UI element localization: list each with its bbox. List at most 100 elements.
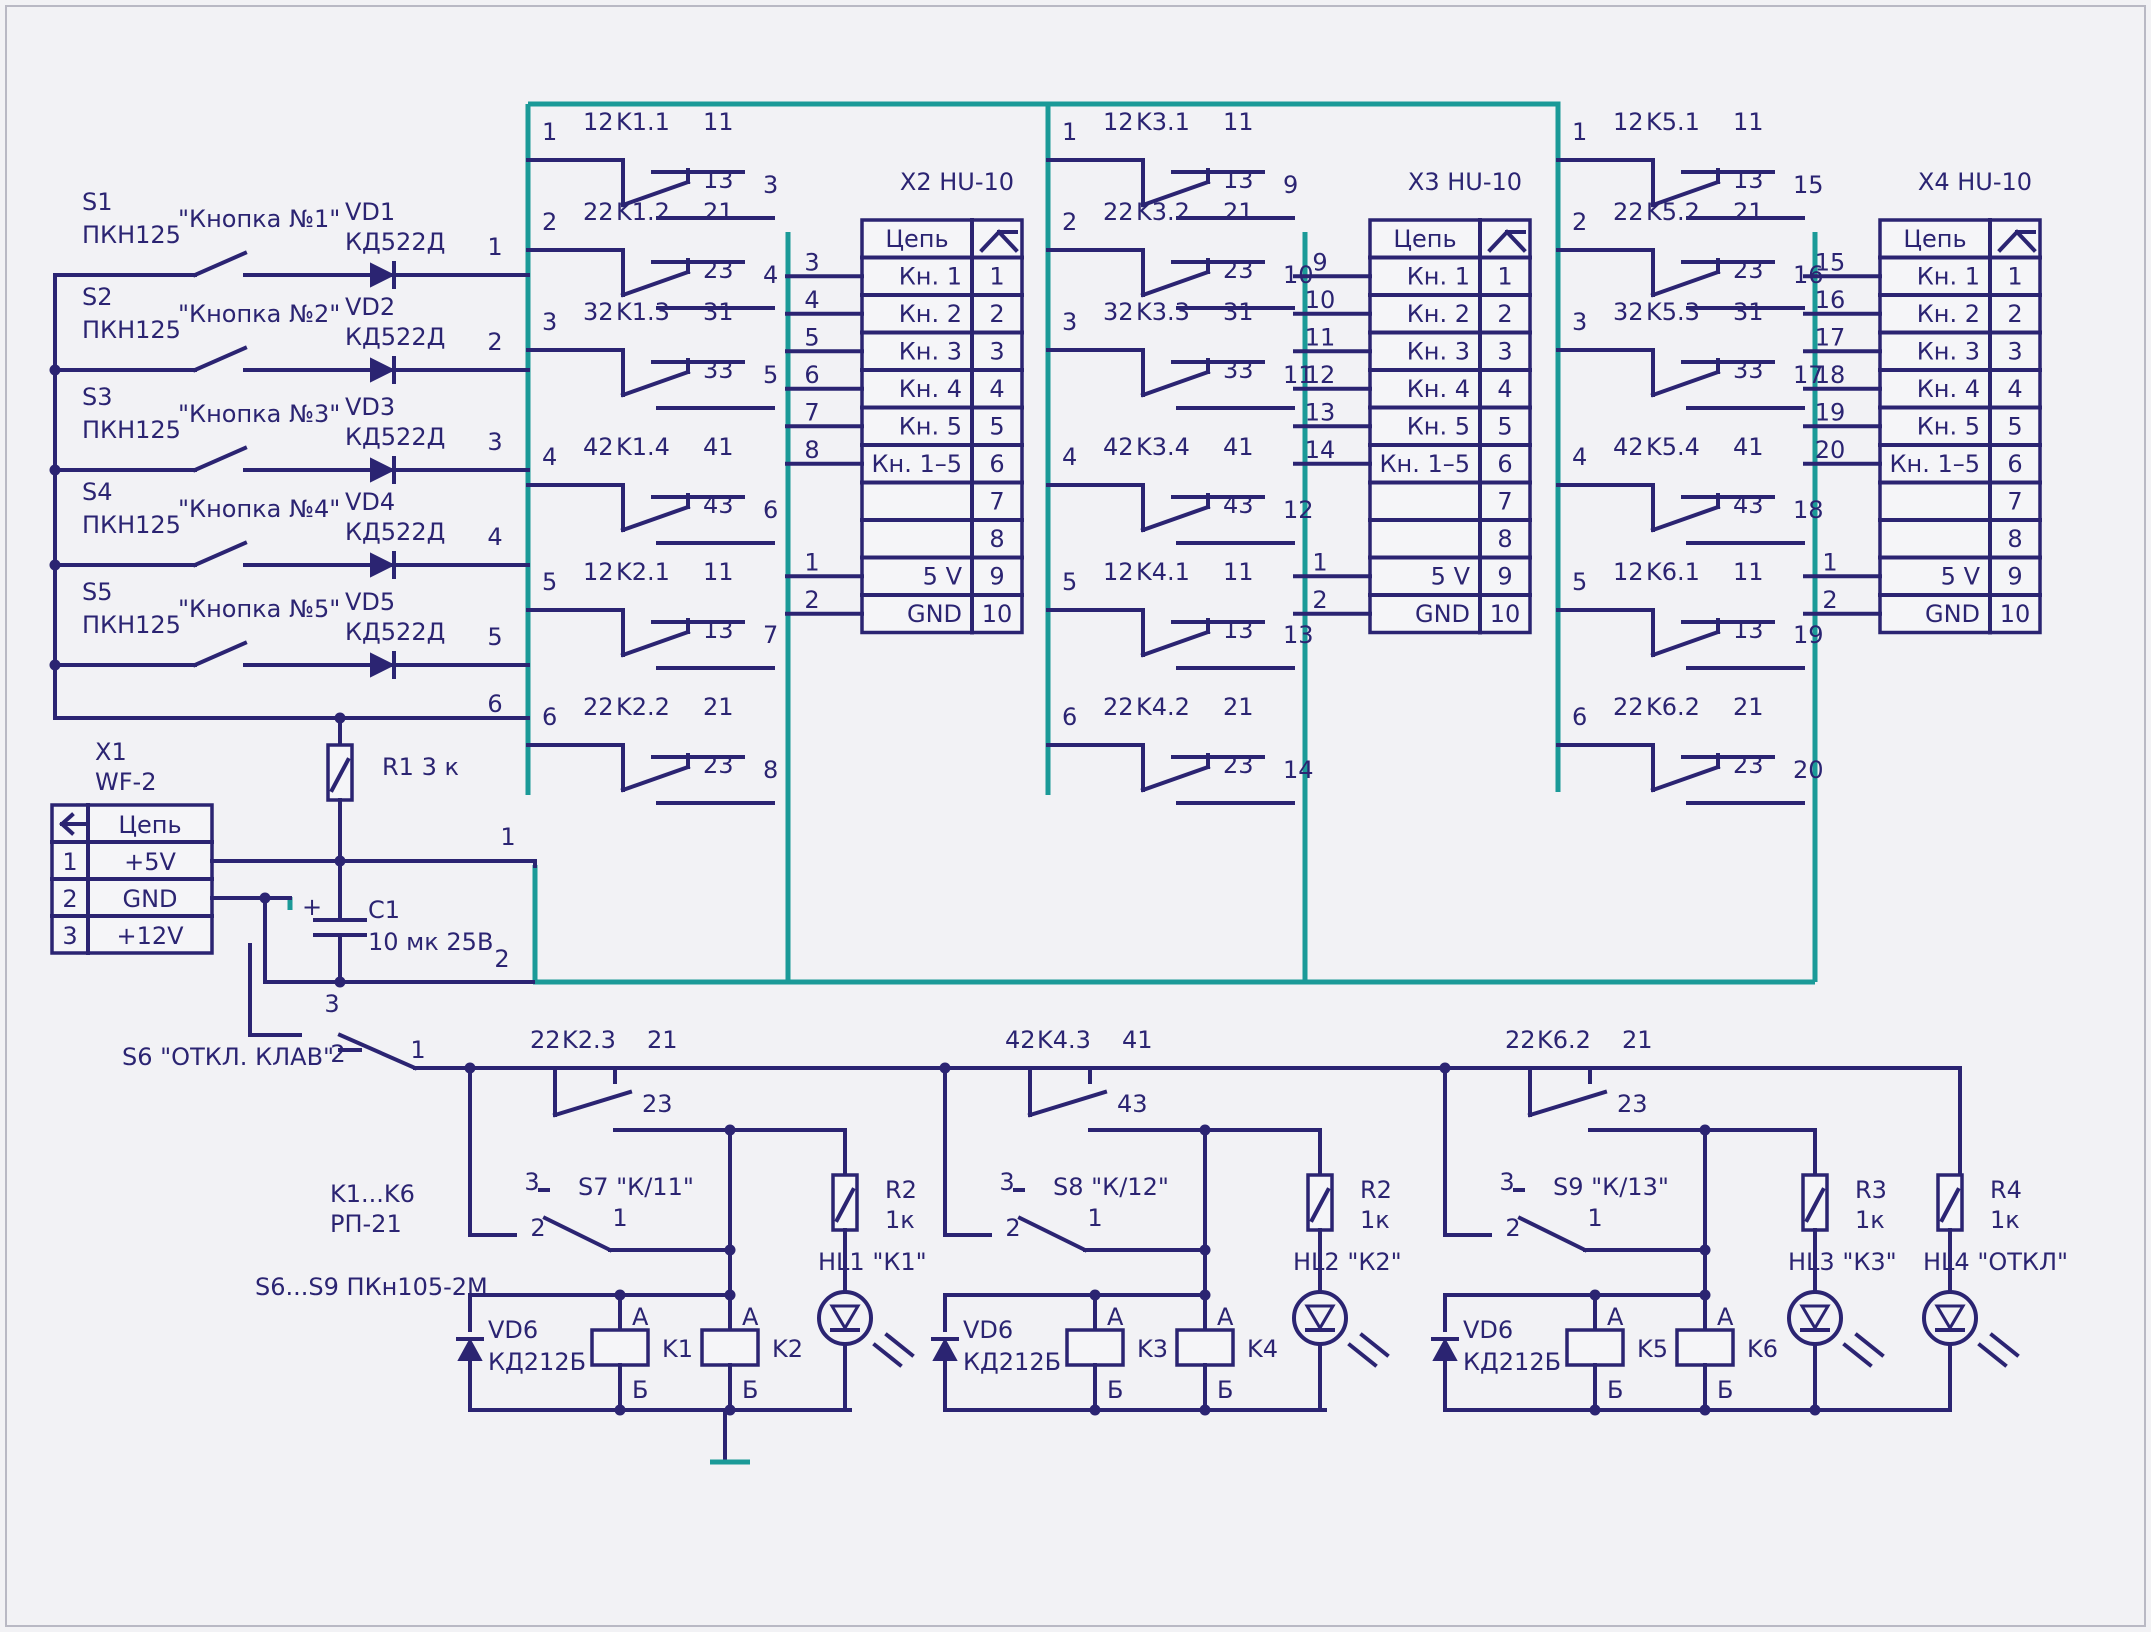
button-4-ref: S4 [82, 478, 113, 506]
low-contact-K2.3-no-num: 23 [642, 1090, 673, 1118]
contact-K3.2-in-num: 2 [1062, 208, 1077, 236]
relay-unit-1-coil2 [700, 1328, 760, 1367]
connector-4-net-num: 19 [1815, 398, 1846, 426]
connector-2-row-name: Кн. 1–5 [871, 450, 962, 478]
contact-K3.3-out-num: 11 [1283, 361, 1314, 389]
contact-K6.1-com-num: 11 [1733, 558, 1764, 586]
contact-K3.2-ref: K3.2 [1136, 198, 1190, 226]
connector-3-row-name: 5 V [1431, 563, 1471, 591]
connector-4-net-num: 18 [1815, 361, 1846, 389]
contact-K1.3-blade [620, 369, 691, 398]
button-5-diode-ref: VD5 [345, 588, 395, 616]
contact-K2.1-out-num: 7 [763, 621, 778, 649]
button-2-net-num: 2 [487, 328, 502, 356]
r1-slash [329, 757, 351, 793]
connector-4-row-num: 2 [2007, 300, 2022, 328]
connector-2-body [860, 218, 1024, 635]
connector-4-net-num: 1 [1822, 548, 1837, 576]
low-contact-K4.3-blade [1027, 1089, 1108, 1118]
connector-4-row-name: 5 V [1941, 563, 1981, 591]
connector-4-row-num: 8 [2007, 525, 2022, 553]
connector-3-row-num: 6 [1497, 450, 1512, 478]
x1-type: WF-2 [95, 768, 156, 796]
contact-K4.2-blade [1140, 764, 1211, 793]
connector-2-net-num: 8 [804, 436, 819, 464]
contact-K6.2-no-num: 23 [1733, 751, 1764, 779]
common-net-num: 6 [487, 690, 502, 718]
contact-K5.2-blade [1650, 269, 1721, 298]
relay-unit-2-b1: Б [1107, 1376, 1123, 1404]
contact-K1.1-out-num: 3 [763, 171, 778, 199]
contact-K1.2-nc-num: 22 [583, 198, 614, 226]
button-3-diode-type: КД522Д [345, 423, 445, 451]
low-contact-K2.3-blade [552, 1089, 633, 1118]
button-1-blade [192, 250, 248, 278]
relay-unit-1-a1: А [632, 1303, 649, 1331]
contact-K3.4-com-num: 41 [1223, 433, 1254, 461]
selector-1-p2-num: 2 [530, 1214, 545, 1242]
contact-K3.3-blade [1140, 369, 1211, 398]
contact-K3.3-in-num: 3 [1062, 308, 1077, 336]
button-1-ref: S1 [82, 188, 113, 216]
button-2-type: ПКН125 [82, 316, 181, 344]
button-4-net-num: 4 [487, 523, 502, 551]
c1-ref: C1 [368, 896, 400, 924]
connector-3-row-name: Кн. 1–5 [1379, 450, 1470, 478]
button-3-name: "Кнопка №3" [178, 400, 340, 428]
connector-2-row-name: Кн. 1 [899, 263, 962, 291]
contact-K3.1-out-num: 9 [1283, 171, 1298, 199]
junction-dot [334, 976, 346, 988]
contact-K5.2-nc-num: 22 [1613, 198, 1644, 226]
connector-4-row-num: 7 [2007, 488, 2022, 516]
button-5-diode [370, 652, 396, 678]
connector-4-head: Цепь [1903, 225, 1966, 253]
contact-K4.1-in-num: 5 [1062, 568, 1077, 596]
led-4-tri [1934, 1304, 1966, 1331]
led-2-ray1 [1347, 1342, 1378, 1368]
button-4-diode-type: КД522Д [345, 518, 445, 546]
contact-K3.2-out-num: 10 [1283, 261, 1314, 289]
note-relays: K1...K6 [330, 1180, 415, 1208]
contact-K3.3-com-num: 31 [1223, 298, 1254, 326]
connector-2-row-num: 1 [989, 263, 1004, 291]
low-contact-K6.2-com-num: 21 [1622, 1026, 1653, 1054]
contact-K1.4-no-num: 43 [703, 491, 734, 519]
relay-unit-3-a1: А [1607, 1303, 1624, 1331]
contact-K5.2-out-num: 16 [1793, 261, 1824, 289]
button-5-net-num: 5 [487, 623, 502, 651]
contact-K1.1-com-num: 11 [703, 108, 734, 136]
connector-2-row-num: 9 [989, 563, 1004, 591]
contact-K1.4-out-num: 6 [763, 496, 778, 524]
bus-top-right [528, 101, 1561, 792]
contact-K4.1-blade [1140, 629, 1211, 658]
contact-K3.4-in-num: 4 [1062, 443, 1077, 471]
contact-K2.2-com-num: 21 [703, 693, 734, 721]
button-5-type: ПКН125 [82, 611, 181, 639]
contact-K6.1-blade [1650, 629, 1721, 658]
contact-K2.2-in-num: 6 [542, 703, 557, 731]
s6-label: S6 "ОТКЛ. КЛАВ" [122, 1043, 334, 1071]
connector-2-row-num: 7 [989, 488, 1004, 516]
button-1-type: ПКН125 [82, 221, 181, 249]
contact-K3.3-nc-num: 32 [1103, 298, 1134, 326]
connector-2-net-num: 4 [804, 286, 819, 314]
contact-K6.2-blade [1650, 764, 1721, 793]
connector-4-row-name: Кн. 1 [1917, 263, 1980, 291]
connector-4-net-num: 20 [1815, 436, 1846, 464]
contact-K2.1-blade [620, 629, 691, 658]
x1-out1: 1 [500, 823, 515, 851]
contact-K1.4-com-num: 41 [703, 433, 734, 461]
selector-1-p1-num: 1 [612, 1204, 627, 1232]
selector-1-label: S7 "К/11" [578, 1173, 694, 1201]
contact-K3.1-in-num: 1 [1062, 118, 1077, 146]
relay-unit-3-coil2-ref: K6 [1747, 1335, 1778, 1363]
x1-pin-name: GND [122, 885, 177, 913]
contact-K1.3-out-num: 5 [763, 361, 778, 389]
connector-4-row-num: 5 [2007, 413, 2022, 441]
led-4-ray1 [1977, 1342, 2008, 1368]
low-contact-K6.2-no-num: 23 [1617, 1090, 1648, 1118]
contact-K4.2-nc-num: 22 [1103, 693, 1134, 721]
connector-4-row-num: 4 [2007, 375, 2022, 403]
connector-2-net-num: 2 [804, 586, 819, 614]
